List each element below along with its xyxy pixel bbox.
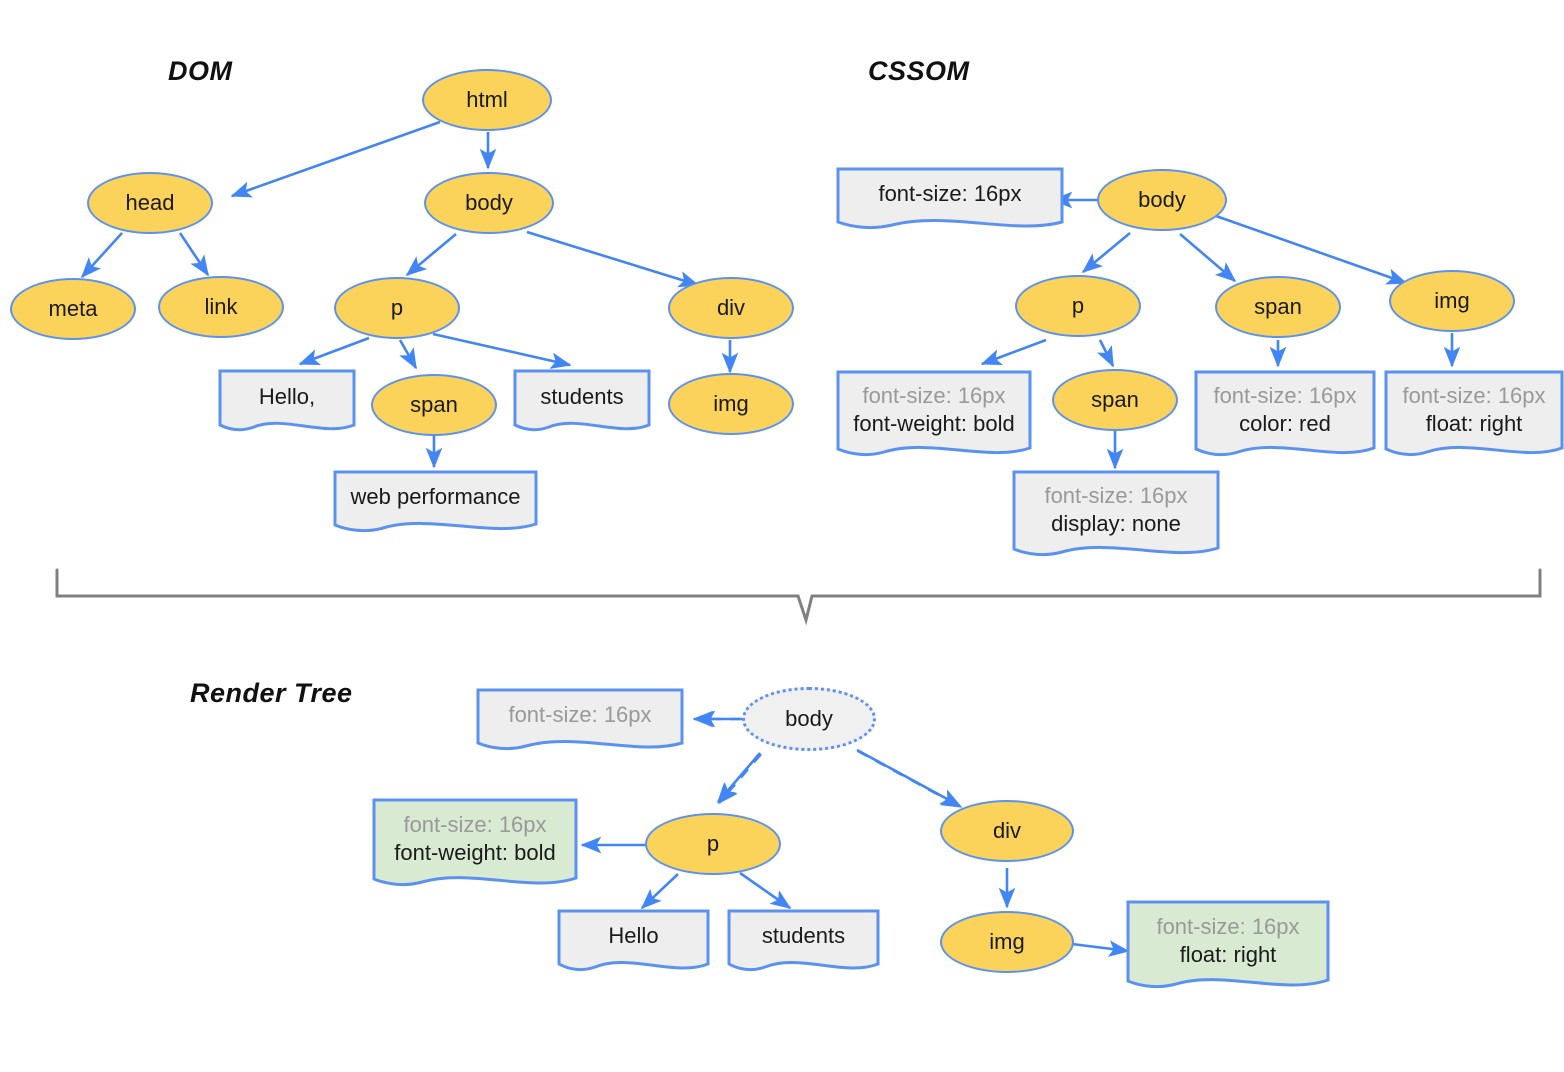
dom-text-students-label: students [540, 383, 624, 409]
dom-node-span[interactable]: span [371, 374, 497, 436]
dom-node-link[interactable]: link [158, 276, 284, 338]
render-rule-body: font-size: 16px [476, 688, 684, 757]
render-rule-img: font-size: 16px float: right [1126, 900, 1330, 996]
section-title-cssom: CSSOM [868, 56, 970, 86]
cssom-rule-p-line2: font-weight: bold [853, 411, 1015, 436]
render-text-hello-label: Hello [608, 923, 659, 949]
render-rule-p: font-size: 16px font-weight: bold [372, 798, 578, 894]
cssom-node-span-top[interactable]: span [1215, 276, 1341, 338]
dom-node-html[interactable]: html [422, 69, 552, 131]
render-text-students: students [727, 909, 880, 978]
cssom-rule-body: font-size: 16px [836, 167, 1064, 236]
cssom-rule-p: font-size: 16px font-weight: bold [836, 370, 1032, 463]
cssom-rule-span-line1: font-size: 16px [1044, 482, 1188, 508]
cssom-rule-img: font-size: 16px float: right [1384, 370, 1564, 463]
cssom-rule-p-line1: font-size: 16px [862, 382, 1006, 408]
render-rule-p-line1: font-size: 16px [403, 811, 547, 837]
dom-node-div[interactable]: div [668, 277, 794, 339]
cssom-node-img[interactable]: img [1389, 270, 1515, 332]
render-node-img[interactable]: img [940, 911, 1074, 973]
dom-node-meta[interactable]: meta [10, 278, 136, 340]
render-text-students-label: students [761, 923, 846, 949]
cssom-node-p[interactable]: p [1015, 275, 1141, 337]
cssom-rule-body-line1: font-size: 16px [878, 181, 1022, 207]
cssom-node-body[interactable]: body [1097, 169, 1227, 231]
render-node-p[interactable]: p [645, 813, 781, 875]
cssom-rule-img-line2: float: right [1425, 411, 1523, 436]
render-rule-body-line1: font-size: 16px [508, 702, 652, 728]
cssom-rule-span-top: font-size: 16px color: red [1194, 370, 1376, 463]
render-node-body[interactable]: body [742, 687, 876, 751]
dom-text-hello-label: Hello, [258, 383, 316, 409]
render-rule-img-line2: float: right [1179, 942, 1277, 967]
dom-text-web-performance: web performance [333, 470, 538, 539]
dom-text-web-performance-label: web performance [350, 484, 521, 510]
render-rule-img-line1: font-size: 16px [1156, 913, 1300, 939]
dom-node-head[interactable]: head [87, 172, 213, 234]
render-node-div[interactable]: div [940, 800, 1074, 862]
cssom-rule-span-top-line2: color: red [1239, 411, 1331, 436]
dom-node-img[interactable]: img [668, 373, 794, 435]
cssom-rule-span: font-size: 16px display: none [1012, 470, 1220, 563]
cssom-rule-img-line1: font-size: 16px [1402, 382, 1546, 408]
render-text-hello: Hello [557, 909, 710, 978]
grouping-brace [55, 568, 1542, 626]
cssom-node-span[interactable]: span [1052, 369, 1178, 431]
render-rule-p-line2: font-weight: bold [394, 840, 556, 865]
cssom-rule-span-top-line1: font-size: 16px [1213, 382, 1357, 408]
dom-node-body[interactable]: body [424, 172, 554, 234]
cssom-rule-span-line2: display: none [1051, 511, 1181, 536]
dom-text-hello: Hello, [218, 369, 356, 438]
dom-node-p[interactable]: p [334, 277, 460, 339]
dom-text-students: students [513, 369, 651, 438]
section-title-render-tree: Render Tree [190, 678, 353, 708]
section-title-dom: DOM [168, 56, 233, 86]
